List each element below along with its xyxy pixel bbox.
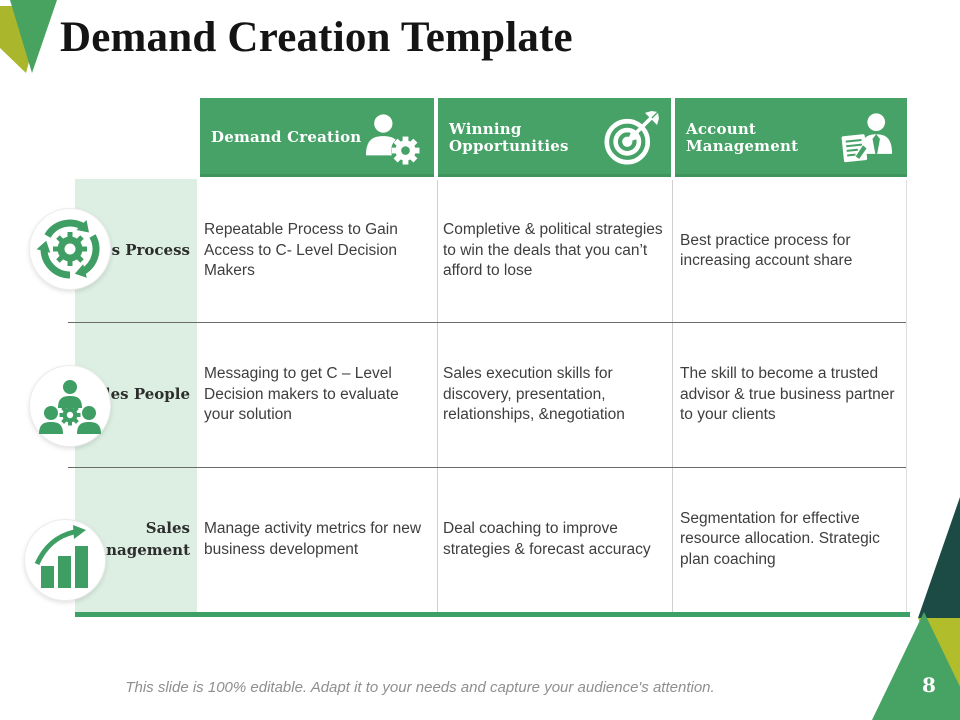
person-gear-icon [365, 113, 420, 165]
row-label-sales-management: Sales Management [79, 518, 190, 559]
table-cell: Segmentation for effective resource allo… [680, 468, 904, 611]
column-header-label: Demand Creation [211, 128, 362, 147]
cell-text: Messaging to get C – Level Decision make… [204, 365, 399, 424]
column-header-label: Winning Opportunities [449, 120, 569, 155]
row-label-sales-people: Sales People [84, 385, 190, 404]
column-divider [672, 180, 673, 612]
column-header-account-management: Account Management [675, 98, 907, 177]
row-divider [68, 467, 906, 468]
cell-text: Repeatable Process to Gain Access to C- … [204, 221, 398, 280]
cell-text: Completive & political strategies to win… [443, 221, 663, 280]
table-cell: Manage activity metrics for new business… [204, 468, 432, 611]
row-divider [68, 322, 906, 323]
team-gear-icon [30, 366, 110, 446]
cell-text: Segmentation for effective resource allo… [680, 509, 880, 568]
corner-triangles-top-left-icon [0, 0, 57, 73]
target-dart-icon [604, 110, 659, 165]
column-header-label: Account Management [686, 120, 799, 155]
cell-text: Deal coaching to improve strategies & fo… [443, 520, 651, 558]
page-title: Demand Creation Template [60, 14, 573, 61]
cell-text: Best practice process for increasing acc… [680, 231, 853, 269]
table-cell: Sales execution skills for discovery, pr… [443, 323, 669, 467]
cell-text: The skill to become a trusted advisor & … [680, 365, 895, 424]
column-header-demand-creation: Demand Creation [200, 98, 434, 177]
cell-text: Sales execution skills for discovery, pr… [443, 365, 625, 424]
table-right-border [906, 180, 907, 612]
page-number: 8 [922, 673, 936, 697]
table-cell: The skill to become a trusted advisor & … [680, 323, 904, 467]
process-cycle-icon [30, 209, 110, 289]
column-divider [437, 180, 438, 612]
column-header-winning-opportunities: Winning Opportunities [438, 98, 671, 177]
document-person-icon [841, 112, 893, 162]
footer-note: This slide is 100% editable. Adapt it to… [125, 679, 715, 696]
growth-chart-icon [25, 520, 105, 600]
table-cell: Messaging to get C – Level Decision make… [204, 323, 432, 467]
table-cell: Completive & political strategies to win… [443, 180, 669, 322]
table-cell: Repeatable Process to Gain Access to C- … [204, 180, 432, 322]
cell-text: Manage activity metrics for new business… [204, 520, 422, 558]
table-cell: Best practice process for increasing acc… [680, 180, 904, 322]
table-underline [75, 612, 910, 617]
table-cell: Deal coaching to improve strategies & fo… [443, 468, 669, 611]
